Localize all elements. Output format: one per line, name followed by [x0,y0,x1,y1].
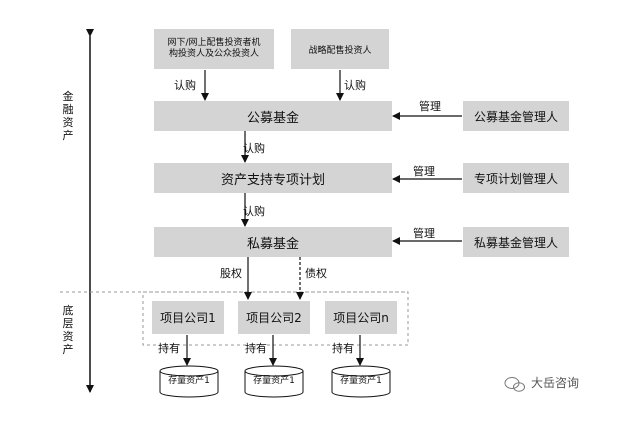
subscribe-label-right: 认购 [344,79,366,92]
investors-strategic-box: 战略配售投资人 [291,29,389,69]
manage-label-public: 管理 [419,100,441,113]
asset-cylinder-2 [244,365,304,398]
asset-label-n: 存量资产1 [340,376,382,386]
hold-label-2: 持有 [245,342,267,355]
abs-plan-box: 资产支持专项计划 [154,163,392,193]
public-fund-text: 公募基金 [246,110,299,126]
abs-plan-manager-box: 专项计划管理人 [463,163,569,193]
watermark-text: 大岳咨询 [531,376,580,390]
debt-label: 债权 [305,267,327,280]
investors-public-box: 网下/网上配售投资者机构投资人及公众投资人 [154,29,274,69]
investors-public-text: 网下/网上配售投资者机构投资人及公众投资人 [167,38,261,59]
hold-label-1: 持有 [158,342,180,355]
project-company-n-text: 项目公司n [333,311,389,325]
public-fund-manager-text: 公募基金管理人 [473,109,558,124]
underlying-assets-label: 底层资产 [62,304,74,356]
project-company-n-box: 项目公司n [325,301,397,334]
wechat-icon [504,377,525,392]
public-fund-manager-box: 公募基金管理人 [463,101,569,131]
private-fund-manager-text: 私募基金管理人 [473,235,558,250]
manage-label-private: 管理 [413,227,435,240]
private-fund-manager-box: 私募基金管理人 [463,227,569,257]
subscribe-label-abs: 认购 [243,142,265,155]
project-company-1-text: 项目公司1 [160,311,216,325]
asset-cylinder-1 [159,365,219,398]
financial-assets-label: 金融资产 [62,90,74,142]
private-fund-box: 私募基金 [154,227,392,257]
project-company-2-box: 项目公司2 [238,301,310,334]
subscribe-label-private: 认购 [243,205,265,218]
project-group-frame [142,291,409,346]
investors-strategic-text: 战略配售投资人 [308,45,372,56]
subscribe-label-left: 认购 [174,79,196,92]
abs-plan-text: 资产支持专项计划 [220,172,325,188]
project-company-2-text: 项目公司2 [246,311,302,325]
hold-label-n: 持有 [332,342,354,355]
manage-label-abs: 管理 [413,165,435,178]
asset-label-2: 存量资产1 [253,376,295,386]
equity-label: 股权 [220,267,242,280]
asset-cylinder-n [331,365,391,398]
asset-label-1: 存量资产1 [168,376,210,386]
abs-plan-manager-text: 专项计划管理人 [473,171,558,186]
project-company-1-box: 项目公司1 [152,301,224,334]
public-fund-box: 公募基金 [154,101,392,131]
private-fund-text: 私募基金 [246,236,299,252]
